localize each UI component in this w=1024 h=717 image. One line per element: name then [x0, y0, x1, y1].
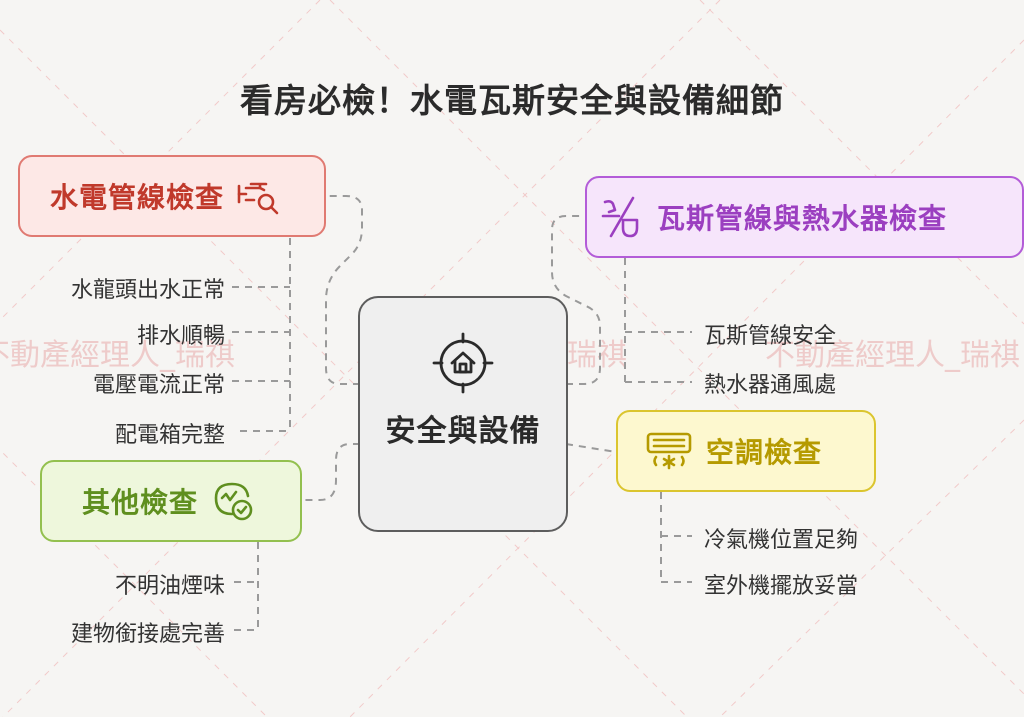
gas-heater-branch: 瓦斯管線與熱水器檢查	[585, 176, 1024, 258]
air-conditioner-icon	[646, 432, 692, 470]
center-node: 安全與設備	[358, 296, 568, 532]
gas-branch-label: 瓦斯管線與熱水器檢查	[657, 202, 948, 235]
list-item: 不明油煙味	[114, 574, 225, 599]
water-electric-branch: 水電管線檢查	[18, 155, 326, 237]
page-title: 看房必檢！水電瓦斯安全與設備細節	[240, 81, 784, 120]
list-item: 電壓電流正常	[92, 373, 225, 398]
list-item: 熱水器通風處	[704, 373, 837, 398]
gas-faucet-icon	[601, 196, 639, 238]
other-check-branch: 其他檢查	[40, 460, 302, 542]
list-item: 水龍頭出水正常	[70, 278, 225, 303]
list-item: 室外機擺放妥當	[704, 574, 859, 599]
air-conditioner-branch: 空調檢查	[616, 410, 876, 492]
watermark-text: 不動產經理人_瑞祺	[0, 338, 235, 373]
list-item: 排水順暢	[136, 324, 225, 349]
ac-branch-label: 空調檢查	[706, 436, 823, 469]
house-target-icon	[432, 332, 494, 394]
check-gauge-icon	[214, 482, 253, 521]
list-item: 建物銜接處完善	[70, 622, 225, 647]
center-label: 安全與設備	[385, 414, 541, 449]
other-branch-label: 其他檢查	[82, 486, 199, 519]
water-branch-label: 水電管線檢查	[50, 181, 225, 214]
list-item: 瓦斯管線安全	[704, 324, 837, 349]
pipe-search-icon	[237, 182, 279, 215]
watermark-text: 不動產經理人_瑞祺	[765, 338, 1020, 373]
list-item: 配電箱完整	[114, 423, 225, 448]
list-item: 冷氣機位置足夠	[704, 528, 859, 553]
